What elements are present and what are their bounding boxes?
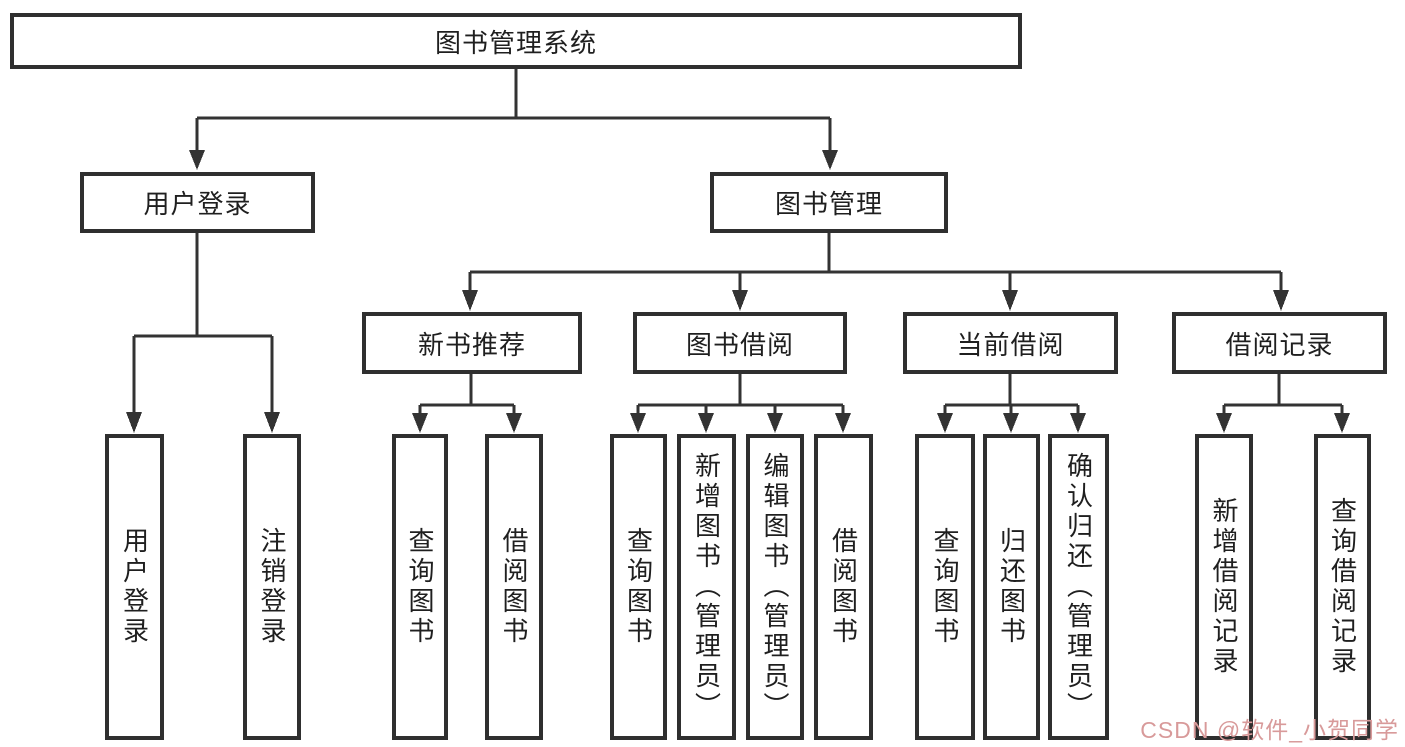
node-book-management: 图书管理: [710, 172, 948, 233]
csdn-watermark: CSDN @软件_小贺同学: [1140, 717, 1399, 743]
leaf-user-login: 用户登录: [105, 434, 164, 740]
leaf-query-books-borrow-label: 查询图书: [623, 527, 654, 647]
node-system-root: 图书管理系统: [10, 13, 1022, 69]
leaf-query-books-current: 查询图书: [915, 434, 975, 740]
leaf-return-books: 归还图书: [983, 434, 1040, 740]
leaf-return-books-label: 归还图书: [996, 527, 1027, 647]
leaf-query-books-recommend-label: 查询图书: [405, 527, 435, 647]
leaf-borrow-books-recommend: 借阅图书: [485, 434, 543, 740]
leaf-confirm-return-admin: 确认归还（管理员）: [1048, 434, 1109, 740]
node-borrowing-records: 借阅记录: [1172, 312, 1387, 374]
leaf-add-borrow-record: 新增借阅记录: [1195, 434, 1253, 740]
leaf-query-books-recommend: 查询图书: [392, 434, 448, 740]
leaf-query-books-borrow: 查询图书: [610, 434, 667, 740]
node-current-borrowing: 当前借阅: [903, 312, 1118, 374]
leaf-query-books-current-label: 查询图书: [930, 527, 960, 647]
leaf-add-borrow-record-label: 新增借阅记录: [1209, 497, 1239, 677]
leaf-edit-books-admin: 编辑图书（管理员）: [746, 434, 804, 740]
leaf-query-borrow-record: 查询借阅记录: [1314, 434, 1371, 740]
leaf-logout: 注销登录: [243, 434, 301, 740]
leaf-logout-label: 注销登录: [257, 527, 287, 647]
leaf-add-books-admin: 新增图书（管理员）: [677, 434, 736, 740]
leaf-confirm-return-admin-label: 确认归还（管理员）: [1063, 452, 1094, 722]
leaf-borrow-books-label: 借阅图书: [828, 527, 859, 647]
node-book-borrowing: 图书借阅: [633, 312, 847, 374]
leaf-borrow-books: 借阅图书: [814, 434, 873, 740]
node-user-login: 用户登录: [80, 172, 315, 233]
leaf-query-borrow-record-label: 查询借阅记录: [1327, 497, 1358, 677]
leaf-add-books-admin-label: 新增图书（管理员）: [691, 452, 722, 722]
node-new-book-recommendation: 新书推荐: [362, 312, 582, 374]
leaf-borrow-books-recommend-label: 借阅图书: [499, 527, 529, 647]
leaf-edit-books-admin-label: 编辑图书（管理员）: [760, 452, 790, 722]
leaf-user-login-label: 用户登录: [119, 527, 150, 647]
